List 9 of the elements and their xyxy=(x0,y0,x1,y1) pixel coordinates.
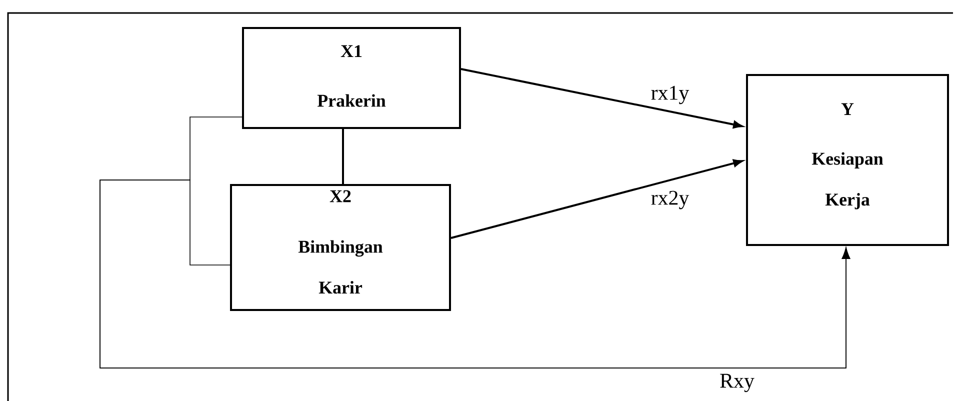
arrow xyxy=(460,68,743,128)
variable-box: Y Kesiapan Kerja xyxy=(746,74,949,246)
variable-box: X2 Bimbingan Karir xyxy=(230,184,451,311)
edge-label: Rxy xyxy=(718,372,756,394)
variable-box: X1 Prakerin xyxy=(242,27,461,129)
edge-label: rx2y xyxy=(650,190,690,210)
edge-label: rx1y xyxy=(650,84,690,106)
arrow xyxy=(450,159,743,239)
arrow xyxy=(100,180,850,368)
